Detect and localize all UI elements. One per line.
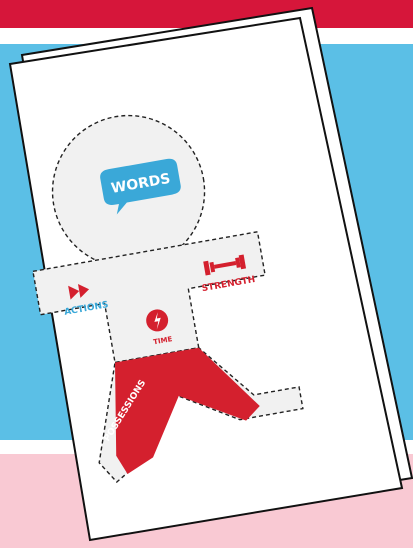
paper-figure-illustration: WORDS ACTIONS STRENGTH TIME POSSESSIONS — [0, 0, 413, 548]
